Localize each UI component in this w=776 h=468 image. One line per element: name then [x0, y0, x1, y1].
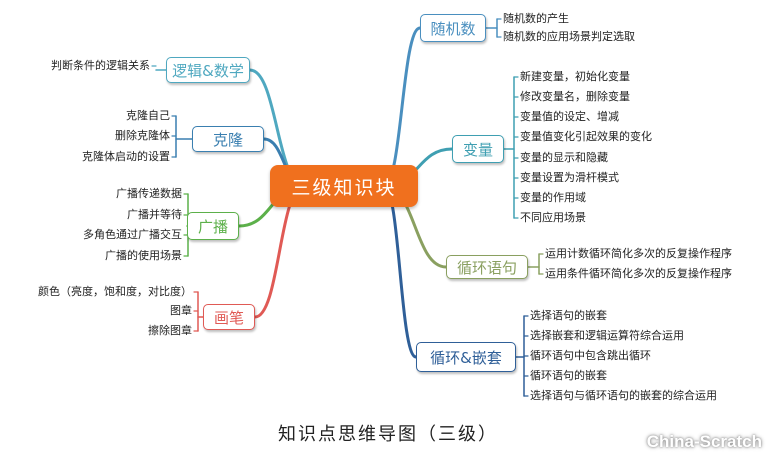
- leaf-topic: 变量设置为滑杆模式: [520, 171, 619, 184]
- leaf-topic: 变量值变化引起效果的变化: [520, 130, 652, 143]
- leaf-topic: 广播传递数据: [116, 187, 182, 200]
- leaf-topic: 运用条件循环简化多次的反复操作程序: [545, 267, 732, 280]
- leaf-topic: 多角色通过广播交互: [83, 228, 182, 241]
- branch-node: 随机数: [420, 14, 486, 42]
- leaf-topic: 随机数的产生: [503, 12, 569, 25]
- leaf-topic: 循环语句中包含跳出循环: [530, 349, 651, 362]
- leaf-topic: 克隆体启动的设置: [82, 150, 170, 163]
- branch-node: 逻辑&数学: [166, 57, 250, 83]
- figure-caption: 知识点思维导图（三级）: [278, 424, 498, 445]
- branch-connector: [382, 184, 418, 359]
- leaf-topic: 变量的显示和隐藏: [520, 151, 608, 164]
- leaf-topic: 不同应用场景: [520, 211, 586, 224]
- branch-node: 广播: [187, 212, 239, 240]
- central-topic: 三级知识块: [270, 165, 418, 207]
- branch-node: 循环语句: [446, 255, 528, 279]
- watermark: China-Scratch: [646, 432, 762, 451]
- leaf-topic: 擦除图章: [148, 324, 192, 337]
- leaf-topic: 克隆自己: [126, 109, 170, 122]
- branch-node: 克隆: [192, 126, 264, 152]
- branch-node: 画笔: [203, 304, 255, 330]
- leaf-topic: 随机数的应用场景判定选取: [503, 30, 635, 43]
- branch-node: 循环&嵌套: [416, 342, 516, 372]
- leaf-topic: 选择嵌套和逻辑运算符综合运用: [530, 329, 684, 342]
- leaf-topic: 判断条件的逻辑关系: [51, 59, 150, 72]
- leaf-topic: 广播并等待: [127, 208, 182, 221]
- branch-connector: [382, 26, 422, 188]
- leaf-topic: 循环语句的嵌套: [530, 369, 607, 382]
- leaf-topic: 修改变量名，删除变量: [520, 90, 630, 103]
- leaf-topic: 变量值的设定、增减: [520, 110, 619, 123]
- leaf-topic: 广播的使用场景: [105, 249, 182, 262]
- branch-node: 变量: [452, 135, 504, 163]
- leaf-topic: 变量的作用域: [520, 191, 586, 204]
- leaf-topic: 颜色（亮度，饱和度，对比度）: [38, 285, 192, 298]
- leaf-topic: 运用计数循环简化多次的反复操作程序: [545, 247, 732, 260]
- leaf-topic: 选择语句与循环语句的嵌套的综合运用: [530, 389, 717, 402]
- leaf-topic: 选择语句的嵌套: [530, 309, 607, 322]
- leaf-topic: 图章: [170, 304, 192, 317]
- leaf-topic: 新建变量，初始化变量: [520, 70, 630, 83]
- leaf-topic: 删除克隆体: [115, 129, 170, 142]
